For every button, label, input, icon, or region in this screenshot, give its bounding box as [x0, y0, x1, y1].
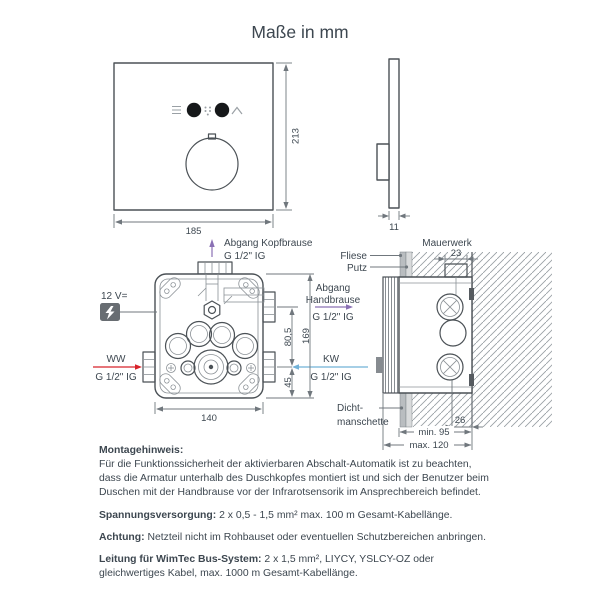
knob-side-outline — [376, 143, 390, 181]
arrow-right-icon — [346, 304, 353, 310]
layer-labels: Fliese Putz Dicht- manschette — [337, 251, 409, 428]
ww-inlet-label: WW G 1/2" IG — [93, 354, 142, 383]
dicht-label-1: Dicht- — [337, 403, 363, 414]
montage-line: dass die Armatur unterhalb des Duschkopf… — [99, 473, 489, 484]
spray-mode-icon — [172, 106, 181, 114]
page-title: Maße in mm — [251, 22, 349, 42]
dim-height-213: 213 — [276, 62, 302, 211]
power-label: 12 V= — [101, 291, 128, 302]
warning-note-label: Achtung: — [99, 532, 145, 543]
fliese-label: Fliese — [340, 251, 367, 262]
dim-height-label: 213 — [291, 128, 302, 144]
dim-max-label: max. 120 — [409, 440, 448, 451]
valve-mechanism — [197, 274, 265, 320]
kw-inlet-label: KW G 1/2" IG — [292, 354, 368, 383]
power-supply-label: 12 V= — [100, 291, 157, 321]
technical-drawing: 213 185 11 — [93, 58, 552, 451]
dim-max-120: max. 120 — [382, 394, 472, 451]
sensor-button-left — [186, 102, 202, 118]
drops-icon — [204, 106, 211, 116]
installation-notes: Montagehinweis: Für die Funktionssicherh… — [99, 444, 539, 590]
dim-depth-11: 11 — [378, 211, 410, 233]
ww-connector — [142, 351, 156, 383]
front-connector-stub — [376, 357, 383, 373]
montage-title: Montagehinweis: — [99, 445, 184, 456]
dicht-label-2: manschette — [337, 417, 389, 428]
dim-box-width-label: 140 — [201, 413, 217, 424]
kw-label: KW — [323, 354, 340, 365]
chevron-icon — [231, 106, 243, 115]
ww-thread-label: G 1/2" IG — [95, 372, 137, 383]
sensor-button-right — [214, 102, 230, 118]
rough-in-box-view: Abgang Kopfbrause G 1/2" IG — [93, 238, 368, 424]
warning-note-text: Netzteil nicht im Rohbauset oder eventue… — [144, 532, 486, 543]
dim-box-width-140: 140 — [154, 402, 264, 424]
hand-shower-label-3: G 1/2" IG — [312, 312, 354, 323]
kw-thread-label: G 1/2" IG — [310, 372, 352, 383]
box-section — [376, 263, 474, 394]
montage-line: Duschen mit der Handbrause vor der Infra… — [99, 487, 481, 498]
mauerwerk-label: Mauerwerk — [422, 238, 472, 249]
hand-shower-label-1: Abgang — [316, 283, 350, 294]
box-body-section — [398, 276, 473, 394]
bus-note-text-2: gleichwertiges Kabel, max. 1000 m Gesamt… — [99, 568, 358, 579]
montage-note: Montagehinweis: Für die Funktionssicherh… — [99, 444, 539, 500]
bus-note: Leitung für WimTec Bus-System: 2 x 1,5 m… — [99, 553, 539, 581]
dim-depth-label: 11 — [389, 222, 399, 233]
dim-23: 23 — [434, 248, 478, 262]
side-view: 11 — [376, 58, 410, 233]
arrow-left-icon — [292, 364, 299, 370]
wall-cross-section: Mauerwerk — [337, 238, 552, 451]
dim-min-95: min. 95 — [398, 394, 473, 450]
hand-shower-outlet: Abgang Handbrause G 1/2" IG — [306, 283, 361, 323]
montage-line: Für die Funktionssicherheit der aktivier… — [99, 459, 472, 470]
front-flange — [382, 276, 400, 394]
dim-23-label: 23 — [451, 248, 462, 259]
rear-clip-bottom — [469, 374, 474, 386]
head-shower-outlet: Abgang Kopfbrause G 1/2" IG — [209, 238, 313, 262]
power-note-text: 2 x 0,5 - 1,5 mm² max. 100 m Gesamt-Kabe… — [216, 510, 453, 521]
panel-outline — [113, 62, 274, 211]
valve-ports — [164, 320, 259, 385]
head-shower-label-2: G 1/2" IG — [224, 251, 266, 262]
bus-note-label: Leitung für WimTec Bus-System: — [99, 554, 262, 565]
bus-note-text: 2 x 1,5 mm², LIYCY, YSLCY-OZ oder — [261, 554, 434, 565]
head-shower-label-1: Abgang Kopfbrause — [224, 238, 313, 249]
dim-width-label: 185 — [186, 226, 202, 237]
dim-box-heights: 80,5 45 169 — [266, 273, 314, 399]
dim-26-label: 26 — [455, 415, 466, 426]
box-inner-outline — [159, 278, 259, 394]
power-note: Spannungsversorgung: 2 x 0,5 - 1,5 mm² m… — [99, 509, 539, 523]
putz-label: Putz — [347, 263, 367, 274]
lightning-icon — [105, 306, 115, 320]
dim-hand-height-label: 80,5 — [283, 328, 294, 347]
mounting-ears — [159, 277, 260, 395]
power-note-label: Spannungsversorgung: — [99, 510, 217, 521]
hand-shower-label-2: Handbrause — [306, 295, 361, 306]
dim-total-height-label: 169 — [301, 328, 312, 344]
arrow-right-icon — [135, 364, 142, 370]
front-view: 213 185 — [113, 62, 302, 237]
ww-label: WW — [107, 354, 126, 365]
warning-note: Achtung: Netzteil nicht im Rohbauset ode… — [99, 531, 539, 545]
kw-connector — [262, 351, 276, 383]
dim-width-185: 185 — [113, 214, 274, 237]
wall-hatch — [412, 252, 552, 427]
top-fitting — [197, 261, 233, 275]
dim-kw-height-label: 45 — [283, 377, 294, 388]
temperature-knob — [185, 133, 239, 191]
panel-side-outline — [388, 58, 400, 209]
hand-shower-connector — [262, 291, 276, 323]
rear-clip-top — [469, 288, 474, 300]
arrow-up-icon — [209, 239, 215, 247]
dim-min-label: min. 95 — [418, 427, 449, 438]
